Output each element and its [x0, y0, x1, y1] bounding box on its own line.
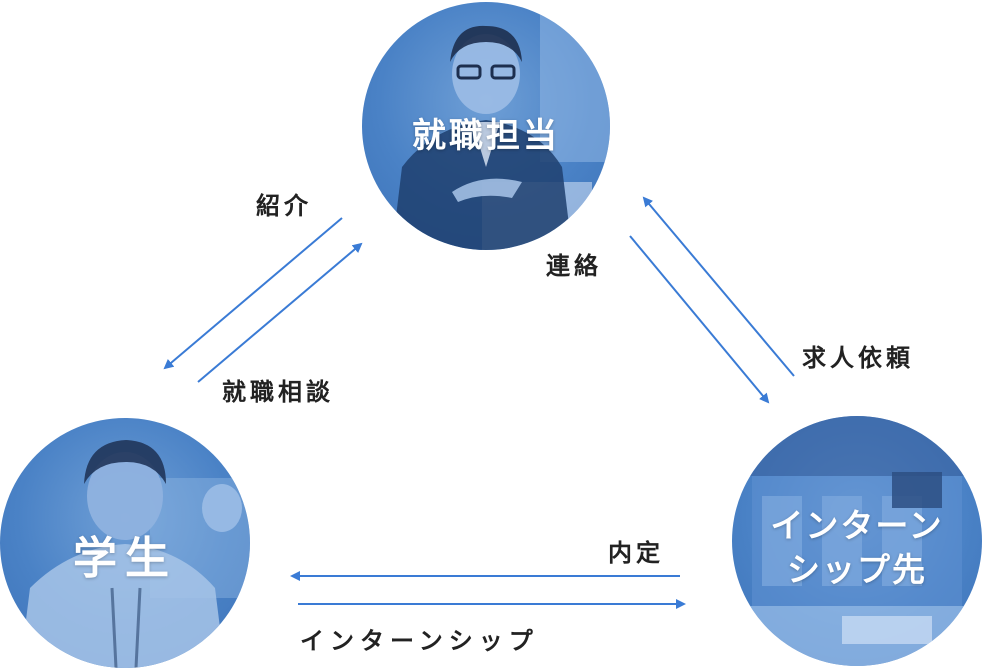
arrow-contact — [629, 235, 770, 404]
student-label: 学生 — [73, 533, 177, 584]
arrow-consult — [197, 242, 363, 383]
label-introduce: 紹介 — [256, 192, 312, 220]
coordinator-node: 就職担当 — [362, 2, 610, 250]
label-contact: 連絡 — [546, 252, 602, 280]
arrow-introduce — [163, 217, 343, 370]
student-node: 学生 — [0, 418, 250, 668]
company-label: インターン シップ先 — [770, 506, 944, 589]
student-photo — [20, 440, 250, 668]
label-consult: 就職相談 — [222, 378, 334, 406]
label-request: 求人依頼 — [802, 344, 914, 372]
company-node: インターン シップ先 — [732, 416, 982, 666]
label-internship: インターンシップ — [300, 627, 539, 655]
label-offer: 内定 — [608, 539, 664, 567]
coordinator-label: 就職担当 — [412, 116, 560, 156]
coordinator-photo — [392, 12, 610, 250]
arrow-request — [642, 196, 795, 377]
company-photo — [732, 416, 982, 666]
